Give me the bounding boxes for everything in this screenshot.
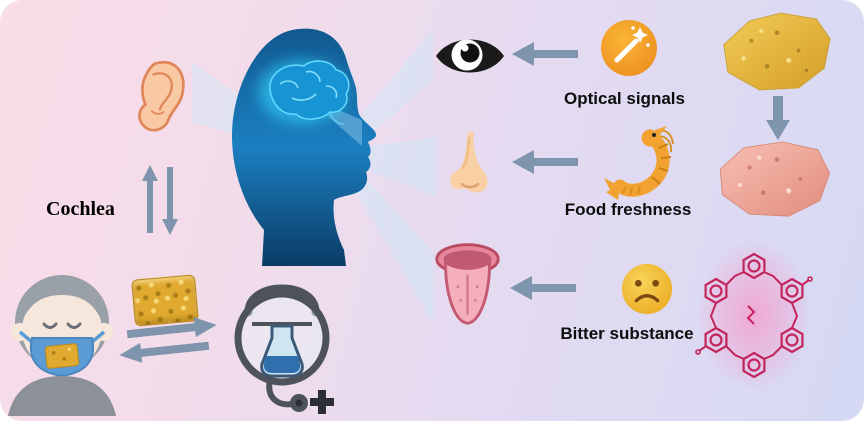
yellow-food-material-icon	[716, 11, 836, 95]
stethoscope-magnifier-icon	[226, 272, 338, 418]
masked-person-icon	[6, 264, 118, 416]
brain-head-icon	[222, 24, 394, 266]
down-arrow-icon	[766, 96, 790, 140]
sad-face-icon	[620, 262, 674, 316]
up-down-arrows-icon	[142, 163, 178, 237]
tongue-icon	[432, 240, 504, 328]
optical-signals-label: Optical signals	[564, 89, 685, 108]
exchange-arrows-icon	[116, 315, 220, 365]
food-freshness-label: Food freshness	[564, 200, 692, 219]
eye-icon	[433, 29, 507, 83]
shrimp-icon	[592, 122, 674, 202]
left-arrow-icon	[512, 150, 578, 174]
ear-icon	[128, 55, 192, 135]
magic-wand-badge-icon	[600, 19, 658, 77]
cochlea-label: Cochlea	[46, 198, 115, 220]
pink-food-material-icon	[714, 140, 834, 220]
left-arrow-icon	[512, 42, 578, 66]
macrocycle-molecule-icon	[693, 236, 815, 394]
bitter-substance-label: Bitter substance	[560, 324, 694, 343]
nose-icon	[438, 128, 500, 198]
left-arrow-icon	[510, 276, 576, 300]
